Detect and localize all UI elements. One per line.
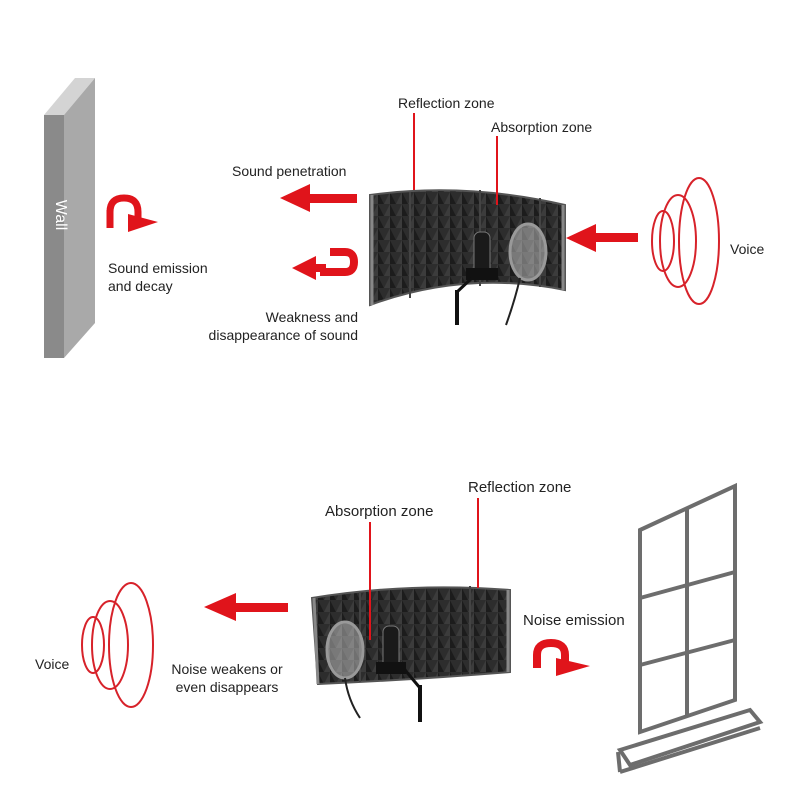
voice-label-bottom: Voice xyxy=(35,656,70,672)
u-turn-arrowhead xyxy=(128,214,158,232)
absorption-zone-label-bottom: Absorption zone xyxy=(325,503,434,520)
u-turn-arrow-icon xyxy=(106,194,142,220)
absorption-zone-label: Absorption zone xyxy=(491,119,593,135)
voice-arrow-top xyxy=(566,224,638,252)
microphone-icon-bottom xyxy=(376,625,422,722)
noise-weakens-line-2: even disappears xyxy=(175,679,279,695)
weakness-line-2: disappearance of sound xyxy=(208,327,358,343)
noise-emission-label: Noise emission xyxy=(523,612,625,629)
voice-waves-top xyxy=(651,177,720,305)
sound-emission-line-2: and decay xyxy=(108,278,173,294)
window-icon xyxy=(616,482,764,774)
sound-emission-line-1: Sound emission xyxy=(108,260,208,276)
voice-waves-bottom xyxy=(81,582,154,708)
noise-weakens-arrow xyxy=(204,593,288,621)
voice-label-top: Voice xyxy=(730,241,765,257)
noise-weakens-label: Noise weakens or even disappears xyxy=(160,660,294,696)
weakness-line-1: Weakness and xyxy=(265,309,358,325)
pop-filter-icon-bottom xyxy=(325,620,365,719)
sound-penetration-arrow xyxy=(280,184,357,212)
sound-penetration-label: Sound penetration xyxy=(232,163,347,179)
sound-emission-label: Sound emission and decay xyxy=(108,259,208,295)
pop-filter-icon xyxy=(505,222,548,326)
reflection-zone-label: Reflection zone xyxy=(398,95,495,111)
noise-emission-arrow xyxy=(533,638,590,676)
microphone-icon xyxy=(455,231,498,325)
weakness-label: Weakness and disappearance of sound xyxy=(200,308,358,344)
wall xyxy=(44,78,95,358)
wall-label: Wall xyxy=(52,199,69,231)
reflection-zone-label-bottom: Reflection zone xyxy=(468,479,572,496)
weakness-u-turn-arrow xyxy=(292,248,359,280)
noise-weakens-line-1: Noise weakens or xyxy=(171,661,283,677)
